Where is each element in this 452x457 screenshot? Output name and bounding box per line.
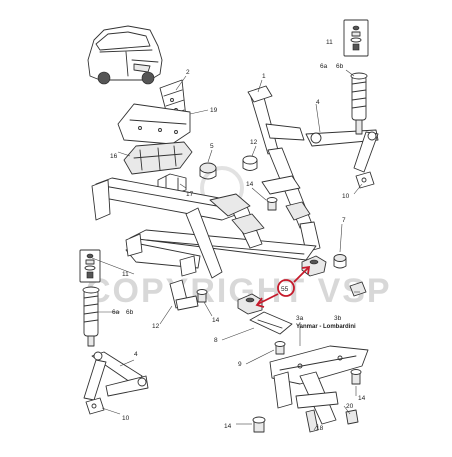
label-part-2: 2 — [186, 69, 190, 76]
label-part-6a-left: 6a — [112, 309, 120, 316]
part-11-stack-top — [343, 19, 369, 57]
label-part-7: 7 — [342, 217, 346, 224]
part-3-bracket — [269, 345, 369, 425]
label-part-55: 55 — [281, 286, 289, 293]
part-mount-right-small — [349, 281, 367, 297]
label-part-10-right: 10 — [342, 193, 350, 200]
part-55-callout — [255, 265, 311, 308]
part-11-stack-left — [79, 249, 101, 283]
shock-absorber-left — [82, 286, 100, 347]
part-20-clip — [345, 409, 359, 425]
part-18-link — [305, 409, 319, 433]
label-part-6b-top: 6b — [336, 63, 344, 70]
label-part-8: 8 — [214, 337, 218, 344]
part-7-bush — [333, 254, 347, 269]
label-part-11-left: 11 — [122, 271, 129, 278]
label-part-16: 16 — [110, 153, 118, 160]
label-part-10-left: 10 — [122, 415, 130, 422]
label-part-3b: 3b — [334, 315, 342, 322]
part-labels: 1 2 3a 3b 4 4 5 6a 6b 6a 6b 7 8 9 10 10 … — [110, 39, 366, 432]
shock-absorber-right — [350, 72, 368, 135]
label-part-20: 20 — [346, 403, 354, 410]
label-part-1: 1 — [262, 73, 266, 80]
part-14-stud-bottom — [252, 416, 266, 433]
part-10-joint-left — [85, 397, 105, 415]
label-part-4-left: 4 — [134, 351, 138, 358]
part-9-bolt — [274, 341, 286, 355]
part-4-arm-left — [83, 351, 149, 401]
label-part-6b-left: 6b — [126, 309, 134, 316]
part-5-buffer — [199, 162, 217, 180]
leader-lines — [91, 69, 363, 431]
main-subframe — [91, 85, 321, 279]
label-part-9: 9 — [238, 361, 242, 368]
part-10-joint-right — [355, 171, 375, 189]
label-part-14-bottom: 14 — [224, 423, 232, 430]
label-part-11-top: 11 — [326, 39, 333, 46]
part-14-stud-left — [196, 289, 208, 303]
part-14-stud-mid — [266, 197, 278, 211]
label-part-17: 17 — [186, 191, 194, 198]
label-part-12-top: 12 — [250, 139, 258, 146]
vehicle-thumbnail — [87, 25, 163, 85]
label-part-5: 5 — [210, 143, 214, 150]
label-part-18: 18 — [316, 425, 324, 432]
label-part-3a: 3a — [296, 315, 304, 322]
part-12-bushing-top — [242, 155, 258, 171]
label-part-6a-top: 6a — [320, 63, 328, 70]
part-4-arm-right — [305, 129, 379, 173]
part-19-plate — [117, 103, 191, 145]
label-part-14-mid: 14 — [246, 181, 254, 188]
label-part-4-top: 4 — [316, 99, 320, 106]
label-part-12-lower: 12 — [152, 323, 160, 330]
part-12-bracket — [169, 279, 199, 311]
highlight-circle — [277, 279, 295, 297]
label-part-14-left: 14 — [212, 317, 220, 324]
part-16-tray — [123, 141, 193, 175]
engine-mount-left — [237, 293, 263, 315]
engine-subtitle: Yanmar - Lombardini — [296, 324, 356, 330]
part-8-plate — [249, 311, 293, 335]
label-part-19: 19 — [210, 107, 218, 114]
part-14-stud-right — [350, 369, 362, 385]
label-part-14-right: 14 — [358, 395, 366, 402]
